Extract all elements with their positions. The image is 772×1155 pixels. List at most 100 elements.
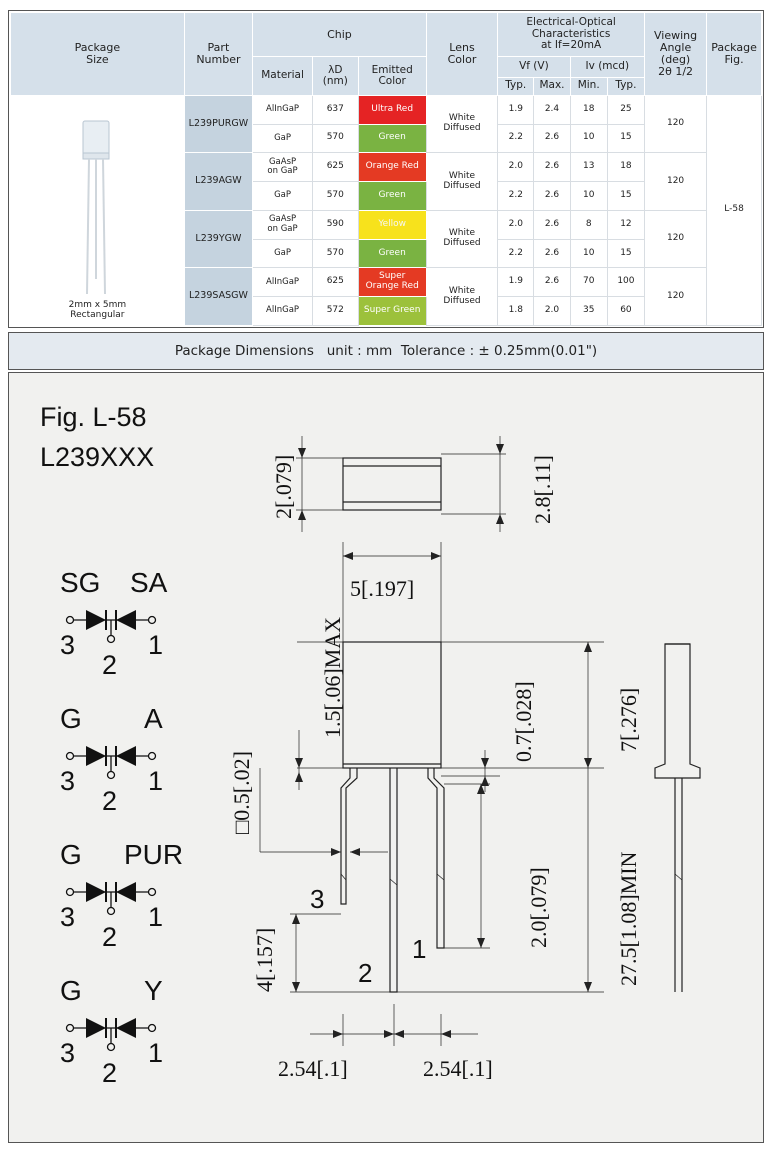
lens-color: White Diffused [425, 267, 499, 326]
dim-max-flange: 1.5[.06]MAX [320, 617, 345, 738]
terminal-3 [65, 1023, 75, 1033]
series-label: L239XXX [40, 442, 154, 472]
vf-typ: 2.2 [497, 238, 535, 269]
header-iv-typ: Typ. [606, 76, 646, 96]
header-emitted-color: Emitted Color [357, 56, 427, 96]
vf-typ: 2.2 [497, 123, 535, 154]
terminal-1 [147, 887, 157, 897]
terminal-3 [65, 615, 75, 625]
dim-lead-square: □0.5[.02] [229, 751, 254, 834]
header-vf-max: Max. [533, 76, 571, 96]
iv-typ: 15 [606, 238, 646, 269]
part-number: L239YGW [183, 209, 254, 269]
iv-typ: 18 [606, 152, 646, 183]
header-lens-color: Lens Color [425, 12, 499, 96]
diode-left-icon [86, 610, 106, 630]
terminal-1 [147, 615, 157, 625]
wavelength: 625 [312, 152, 359, 183]
package-dimensions-title: Package Dimensions unit : mm Tolerance :… [174, 343, 598, 359]
fig-label: Fig. L-58 [40, 402, 147, 432]
circuit-pin-1: 1 [148, 630, 163, 660]
part-number: L239AGW [183, 152, 254, 211]
lens-color: White Diffused [425, 152, 499, 211]
vf-max: 2.6 [533, 238, 571, 269]
emitted-color: Orange Red [357, 152, 427, 183]
vf-typ: 2.0 [497, 152, 535, 183]
material: GaAsP on GaP [252, 209, 314, 240]
diode-right-icon [116, 746, 136, 766]
wavelength: 570 [312, 123, 359, 154]
material: GaP [252, 181, 314, 211]
package-size-cell: 2mm x 5mm Rectangular [10, 94, 185, 327]
led-package-image [82, 120, 110, 295]
circuit-pin-2: 2 [102, 1058, 117, 1088]
vf-max: 2.6 [533, 123, 571, 154]
vf-typ: 1.8 [497, 296, 535, 326]
terminal-2 [106, 634, 116, 644]
iv-typ: 60 [606, 296, 646, 326]
circuit-right-label: PUR [124, 839, 183, 870]
vf-max: 2.6 [533, 267, 571, 298]
material: GaAsP on GaP [252, 152, 314, 183]
lead-pin-2-label: 2 [358, 958, 372, 988]
circuit-left-label: G [60, 703, 82, 734]
circuit-pin-2: 2 [102, 786, 117, 816]
dim-body-length: 7[.276] [616, 688, 641, 752]
emitted-color: Green [357, 181, 427, 211]
emitted-color: Ultra Red [357, 94, 427, 125]
vf-max: 2.0 [533, 296, 571, 326]
dim-offset: 4[.157] [252, 928, 277, 992]
vf-max: 2.4 [533, 94, 571, 125]
vf-typ: 1.9 [497, 267, 535, 298]
circuit-left-label: G [60, 839, 82, 870]
terminal-2 [106, 906, 116, 916]
circuit-pin-3: 3 [60, 902, 75, 932]
wavelength: 570 [312, 181, 359, 211]
diode-left-icon [86, 1018, 106, 1038]
wavelength: 637 [312, 94, 359, 125]
iv-min: 35 [569, 296, 608, 326]
terminal-3 [65, 751, 75, 761]
circuit-pin-3: 3 [60, 766, 75, 796]
circuit-right-label: Y [144, 975, 163, 1006]
wavelength: 570 [312, 238, 359, 269]
material: AlInGaP [252, 267, 314, 298]
diode-right-icon [116, 882, 136, 902]
viewing-angle: 120 [644, 152, 708, 211]
diode-left-icon [86, 882, 106, 902]
diode-right-icon [116, 610, 136, 630]
viewing-angle: 120 [644, 267, 708, 326]
circuit-pin-1: 1 [148, 1038, 163, 1068]
part-number: L239SASGW [183, 267, 254, 326]
iv-min: 10 [569, 123, 608, 154]
iv-min: 10 [569, 181, 608, 211]
diode-left-icon [86, 746, 106, 766]
dim-height-top2: 2.8[.11] [530, 455, 555, 524]
iv-typ: 100 [606, 267, 646, 298]
package-size-label: 2mm x 5mm Rectangular [68, 300, 127, 321]
wavelength: 572 [312, 296, 359, 326]
dim-pitch-2: 2.54[.1] [423, 1056, 493, 1081]
circuit-left-label: SG [60, 567, 100, 598]
wavelength: 590 [312, 209, 359, 240]
circuit-right-label: SA [130, 567, 168, 598]
side-view-body [654, 643, 701, 779]
header-part-number: Part Number [183, 12, 254, 96]
circuit-pin-1: 1 [148, 902, 163, 932]
dim-bend: 2.0[.079] [526, 867, 551, 948]
dim-height-top: 2[.079] [271, 455, 296, 519]
spec-table: Package Size Part Number Chip Lens Color… [10, 11, 762, 327]
viewing-angle: 120 [644, 94, 708, 154]
header-chip: Chip [252, 11, 427, 58]
circuit-right-label: A [144, 703, 163, 734]
top-view-body [342, 457, 442, 511]
dim-lead-length: 27.5[1.08]MIN [616, 851, 641, 986]
header-iv: Iv (mcd) [569, 56, 646, 78]
vf-typ: 2.2 [497, 181, 535, 211]
material: GaP [252, 123, 314, 154]
header-material: Material [252, 56, 314, 96]
emitted-color: Super Orange Red [357, 267, 427, 298]
